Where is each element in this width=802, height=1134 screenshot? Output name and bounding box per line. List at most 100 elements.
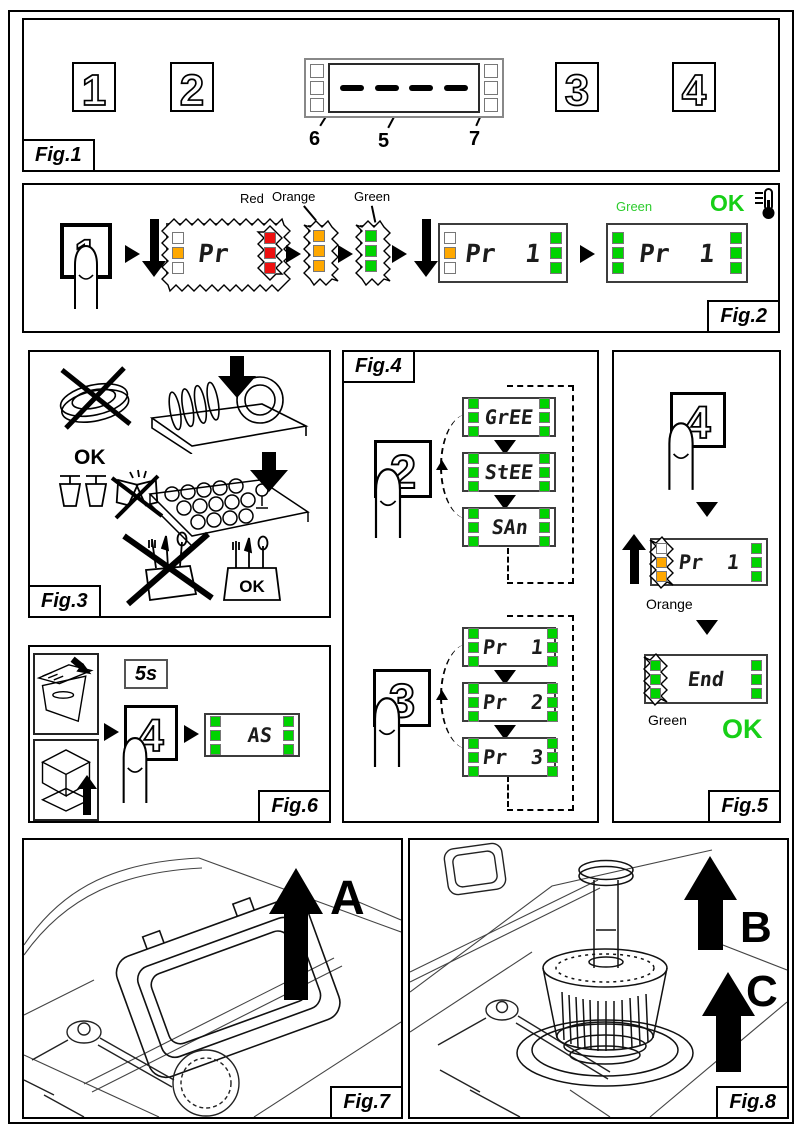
- led-column: [310, 64, 324, 112]
- fig4-panel: Fig.4 2 GrEE StEE SAn 3 Pr 1 Pr 2: [342, 350, 599, 823]
- led-green: [210, 715, 221, 727]
- led-green: [468, 521, 479, 533]
- led-column: [484, 64, 498, 112]
- fig2-panel: 1 Pr Red Orange Green Pr 1 Pr 1 Green OK: [22, 183, 780, 333]
- led-column: [468, 452, 479, 492]
- led-white: [484, 64, 498, 78]
- stacked-plates-crossed-icon: [59, 366, 132, 430]
- page-border: [8, 10, 794, 1124]
- fig5-label: Fig.5: [708, 790, 781, 823]
- led-green: [547, 682, 559, 694]
- fig6-label: Fig.6: [258, 790, 331, 823]
- led-green: [539, 452, 550, 464]
- arrow-down-icon: [696, 620, 718, 635]
- cup-rack-icon: [148, 452, 310, 547]
- led-green: [550, 262, 562, 274]
- led-red: [264, 232, 276, 244]
- led-white: [172, 232, 184, 244]
- led-green: [547, 765, 559, 777]
- blinking-green-dot: [243, 257, 259, 273]
- led-white: [484, 98, 498, 112]
- led-green: [468, 425, 479, 437]
- led-green: [468, 696, 479, 708]
- green-label: Green: [354, 189, 391, 204]
- led-green: [468, 751, 479, 763]
- arrow-down-icon: [494, 495, 516, 510]
- lift-arrow-b-icon: [684, 856, 737, 950]
- orange-label-leader: [303, 205, 317, 221]
- led-red: [264, 262, 276, 274]
- button-3: 3: [555, 62, 599, 112]
- fig3-label: Fig.3: [28, 585, 101, 618]
- finger-icon: [373, 697, 401, 767]
- display-pr-flashing: Pr: [161, 217, 291, 293]
- led-green: [468, 710, 479, 722]
- callout-6: 6: [309, 128, 321, 150]
- cylinder-filter-removal-illustration: B C: [410, 842, 787, 1117]
- led-green: [539, 480, 550, 492]
- lift-up-arrow-icon: [77, 775, 97, 815]
- display-program-2: Pr 2: [462, 682, 559, 722]
- fig1-label: Fig.1: [22, 139, 95, 172]
- press-down-arrow-icon: [142, 219, 166, 277]
- led-green: [612, 247, 624, 259]
- led-green: [539, 397, 550, 409]
- display-cycle-stee: StEE: [462, 452, 556, 492]
- led-green: [539, 507, 550, 519]
- arrow-down-icon: [494, 440, 516, 455]
- led-green: [539, 425, 550, 437]
- button-4-digit: 4: [682, 66, 707, 110]
- led-green: [751, 570, 762, 582]
- button-2: 2: [170, 62, 214, 112]
- callout-5: 5: [378, 130, 390, 152]
- led-orange: [313, 245, 325, 257]
- display-pr1-running: Pr 1: [649, 535, 768, 589]
- duration-5s-box: 5s: [124, 659, 168, 689]
- led-white: [444, 262, 456, 274]
- arrow-c-label: C: [746, 967, 778, 1016]
- arrow-right-icon: [392, 245, 407, 263]
- led-green: [365, 230, 377, 242]
- fig4-label: Fig.4: [342, 350, 415, 383]
- led-green: [365, 245, 377, 257]
- lift-arrow-a-icon: [269, 868, 323, 1000]
- green-led-column-flashing: [355, 219, 391, 287]
- led-green: [468, 627, 479, 639]
- led-green: [550, 247, 562, 259]
- control-display: [304, 58, 504, 118]
- led-green: [468, 480, 479, 492]
- display-pr1-green: Pr 1: [606, 223, 748, 283]
- led-column: [547, 627, 559, 667]
- display-pr1-orange: Pr 1: [438, 223, 568, 283]
- button-1-digit: 1: [82, 66, 106, 110]
- load-down-arrow-icon: [250, 452, 288, 492]
- led-green: [550, 232, 562, 244]
- led-green: [547, 696, 559, 708]
- led-green: [468, 411, 479, 423]
- led-orange: [172, 247, 184, 259]
- led-green: [539, 411, 550, 423]
- display-program-1: Pr 1: [462, 627, 559, 667]
- callout-7: 7: [469, 128, 481, 150]
- led-green: [539, 521, 550, 533]
- led-green: [547, 751, 559, 763]
- led-column: [468, 507, 479, 547]
- led-orange: [444, 247, 456, 259]
- led-green: [468, 397, 479, 409]
- arrow-right-icon: [125, 245, 140, 263]
- led-white: [444, 232, 456, 244]
- fig8-panel: B C Fig.8: [408, 838, 789, 1119]
- display-text: Pr 1: [677, 550, 741, 574]
- glasses-orientation-icon: [58, 469, 164, 520]
- cycle-loop-bottom: [507, 615, 574, 811]
- arrow-right-icon: [338, 245, 353, 263]
- led-green: [730, 232, 742, 244]
- arrow-down-icon: [494, 725, 516, 740]
- cutlery-crossed-icon: [122, 531, 214, 607]
- led-green: [210, 743, 221, 755]
- display-text: SAn: [490, 515, 530, 539]
- led-column: [539, 452, 550, 492]
- led-column: [468, 737, 479, 777]
- ok-cutlery-label: OK: [239, 577, 265, 596]
- led-green: [650, 673, 661, 685]
